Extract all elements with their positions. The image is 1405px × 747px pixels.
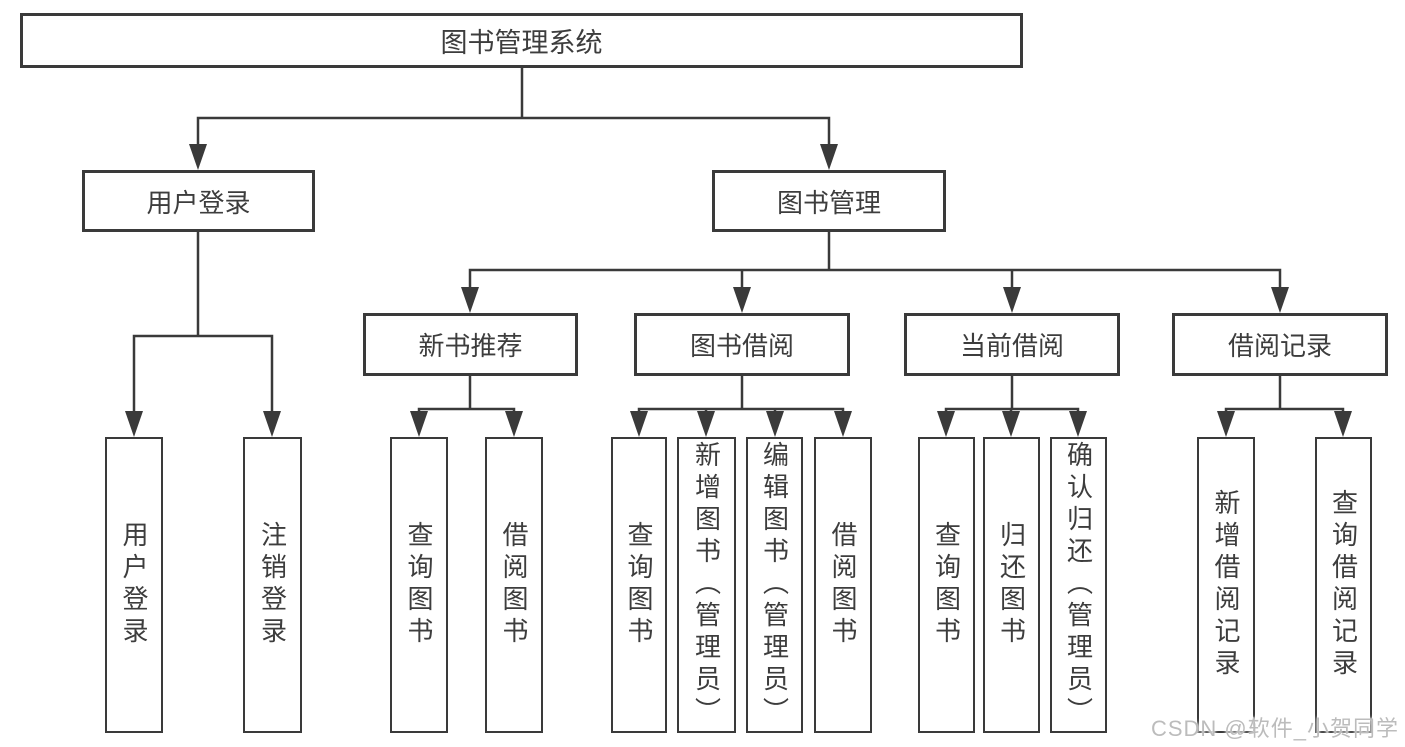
node-new-book-recommend: 新书推荐 xyxy=(363,313,578,376)
node-book-management: 图书管理 xyxy=(712,170,946,232)
leaf-add-borrow-record: 新增借阅记录 xyxy=(1197,437,1255,733)
node-current-borrow: 当前借阅 xyxy=(904,313,1120,376)
leaf-logout: 注销登录 xyxy=(243,437,302,733)
connector-user-login-to-leaves xyxy=(132,230,274,415)
node-borrow-records: 借阅记录 xyxy=(1172,313,1388,376)
connector-book-borrow-to-leaves xyxy=(637,373,845,415)
node-library-management-system: 图书管理系统 xyxy=(20,13,1023,68)
leaf-confirm-return-admin: 确认归还（管理员） xyxy=(1050,437,1107,733)
leaf-borrow-books-recommend: 借阅图书 xyxy=(485,437,543,733)
watermark: CSDN @软件_小贺同学 xyxy=(1150,716,1399,741)
node-book-borrow: 图书借阅 xyxy=(634,313,850,376)
connector-new-book-recommend-to-leaves xyxy=(417,373,516,415)
leaf-query-borrow-record: 查询借阅记录 xyxy=(1315,437,1372,733)
connector-book-management-to-level3 xyxy=(468,230,1282,291)
node-user-login: 用户登录 xyxy=(82,170,315,232)
leaf-query-books-recommend: 查询图书 xyxy=(390,437,448,733)
connector-borrow-records-to-leaves xyxy=(1224,373,1345,415)
leaf-query-books-borrow: 查询图书 xyxy=(611,437,667,733)
leaf-query-books-current: 查询图书 xyxy=(918,437,975,733)
leaf-borrow-books: 借阅图书 xyxy=(814,437,872,733)
leaf-return-books: 归还图书 xyxy=(983,437,1040,733)
leaf-add-books-admin: 新增图书（管理员） xyxy=(677,437,736,733)
connector-current-borrow-to-leaves xyxy=(944,373,1080,415)
leaf-edit-books-admin: 编辑图书（管理员） xyxy=(746,437,803,733)
connector-root-to-level2 xyxy=(196,66,831,148)
leaf-user-login: 用户登录 xyxy=(105,437,163,733)
